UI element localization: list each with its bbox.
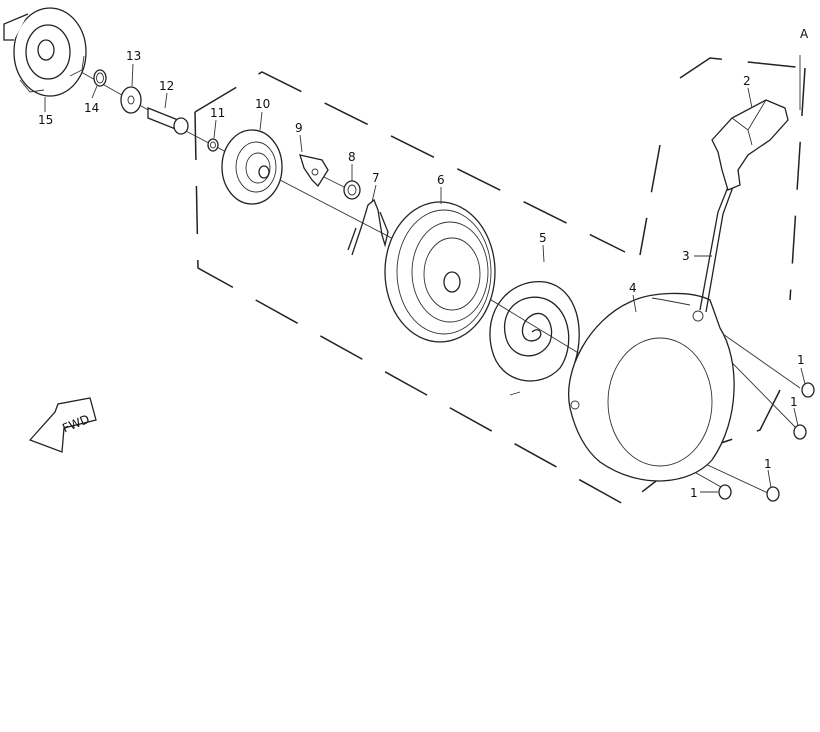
callout-5: 5 (539, 231, 547, 245)
fwd-arrow: FWD (28, 397, 97, 453)
callout-1a: 1 (797, 353, 805, 367)
callout-3: 3 (682, 249, 690, 263)
recoil-spring-part-5 (489, 281, 580, 396)
callout-10: 10 (255, 97, 270, 111)
callout-7: 7 (372, 171, 380, 185)
starter-handle-part-2 (711, 99, 789, 191)
callout-2: 2 (743, 74, 751, 88)
callout-15: 15 (38, 113, 53, 127)
callouts: 15 14 13 12 11 10 9 8 7 6 5 4 3 2 1 1 1 (38, 49, 806, 500)
callout-12: 12 (159, 79, 174, 93)
bolt-part-12 (147, 107, 189, 135)
bush-part-8 (343, 180, 361, 200)
callout-14: 14 (84, 101, 99, 115)
nut-part-11 (207, 138, 219, 152)
callout-1b: 1 (790, 395, 798, 409)
starter-case-part-4 (568, 292, 735, 482)
callout-1c: 1 (764, 457, 772, 471)
friction-plate-part-10 (221, 129, 283, 205)
return-spring-part-7 (347, 198, 389, 256)
callout-6: 6 (437, 173, 445, 187)
callout-4: 4 (629, 281, 637, 295)
corner-letter: A (800, 27, 809, 41)
callout-11: 11 (210, 106, 225, 120)
callout-13: 13 (126, 49, 141, 63)
callout-9: 9 (295, 121, 303, 135)
rope-pulley-part-6 (384, 201, 496, 343)
washer-part-14 (93, 69, 107, 87)
callout-8: 8 (348, 150, 356, 164)
starter-rope-part-3 (699, 181, 735, 313)
flange-bolts-part-1 (718, 382, 815, 502)
callout-1d: 1 (690, 486, 698, 500)
ratchet-pawl-part-9 (299, 154, 329, 188)
drive-cup-part-15 (3, 7, 87, 97)
flat-washer-part-13 (120, 86, 142, 114)
assembly-outline (194, 55, 806, 506)
